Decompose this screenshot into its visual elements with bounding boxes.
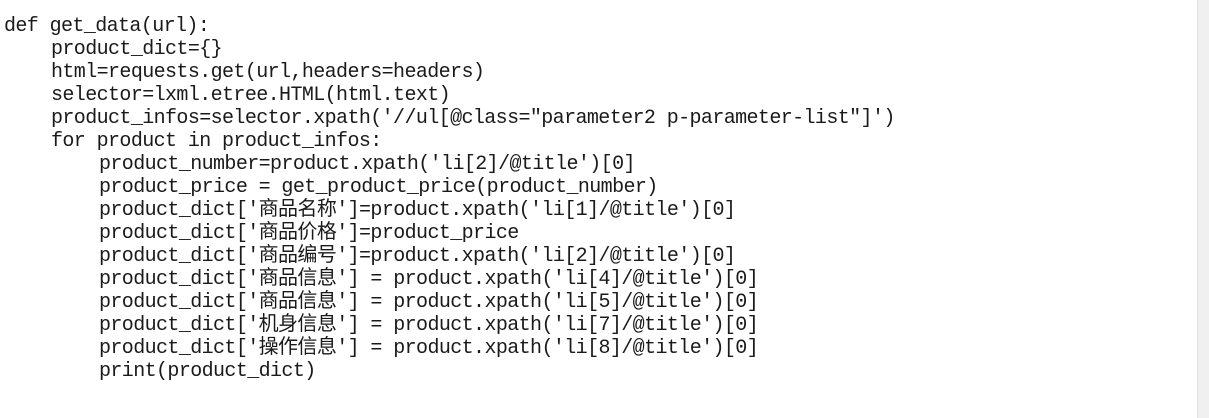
code-line-8: product_price = get_product_price(produc… [99,176,658,199]
code-line-16: print(product_dict) [99,360,316,383]
code-line-12: product_dict['商品信息'] = product.xpath('li… [99,268,759,291]
vertical-scrollbar[interactable] [1197,0,1209,418]
code-line-7: product_number=product.xpath('li[2]/@tit… [99,153,636,176]
code-line-6: for product in product_infos: [51,130,382,153]
code-line-10: product_dict['商品价格']=product_price [99,222,519,245]
code-block[interactable]: def get_data(url): product_dict={} html=… [4,15,895,383]
code-line-11: product_dict['商品编号']=product.xpath('li[2… [99,245,736,268]
code-line-14: product_dict['机身信息'] = product.xpath('li… [99,314,759,337]
code-line-1: def get_data(url): [4,15,210,38]
code-line-3: html=requests.get(url,headers=headers) [51,61,485,84]
code-line-15: product_dict['操作信息'] = product.xpath('li… [99,337,759,360]
code-line-5: product_infos=selector.xpath('//ul[@clas… [51,107,895,130]
code-line-2: product_dict={} [51,38,223,61]
code-line-9: product_dict['商品名称']=product.xpath('li[1… [99,199,736,222]
code-line-13: product_dict['商品信息'] = product.xpath('li… [99,291,759,314]
code-line-4: selector=lxml.etree.HTML(html.text) [51,84,451,107]
